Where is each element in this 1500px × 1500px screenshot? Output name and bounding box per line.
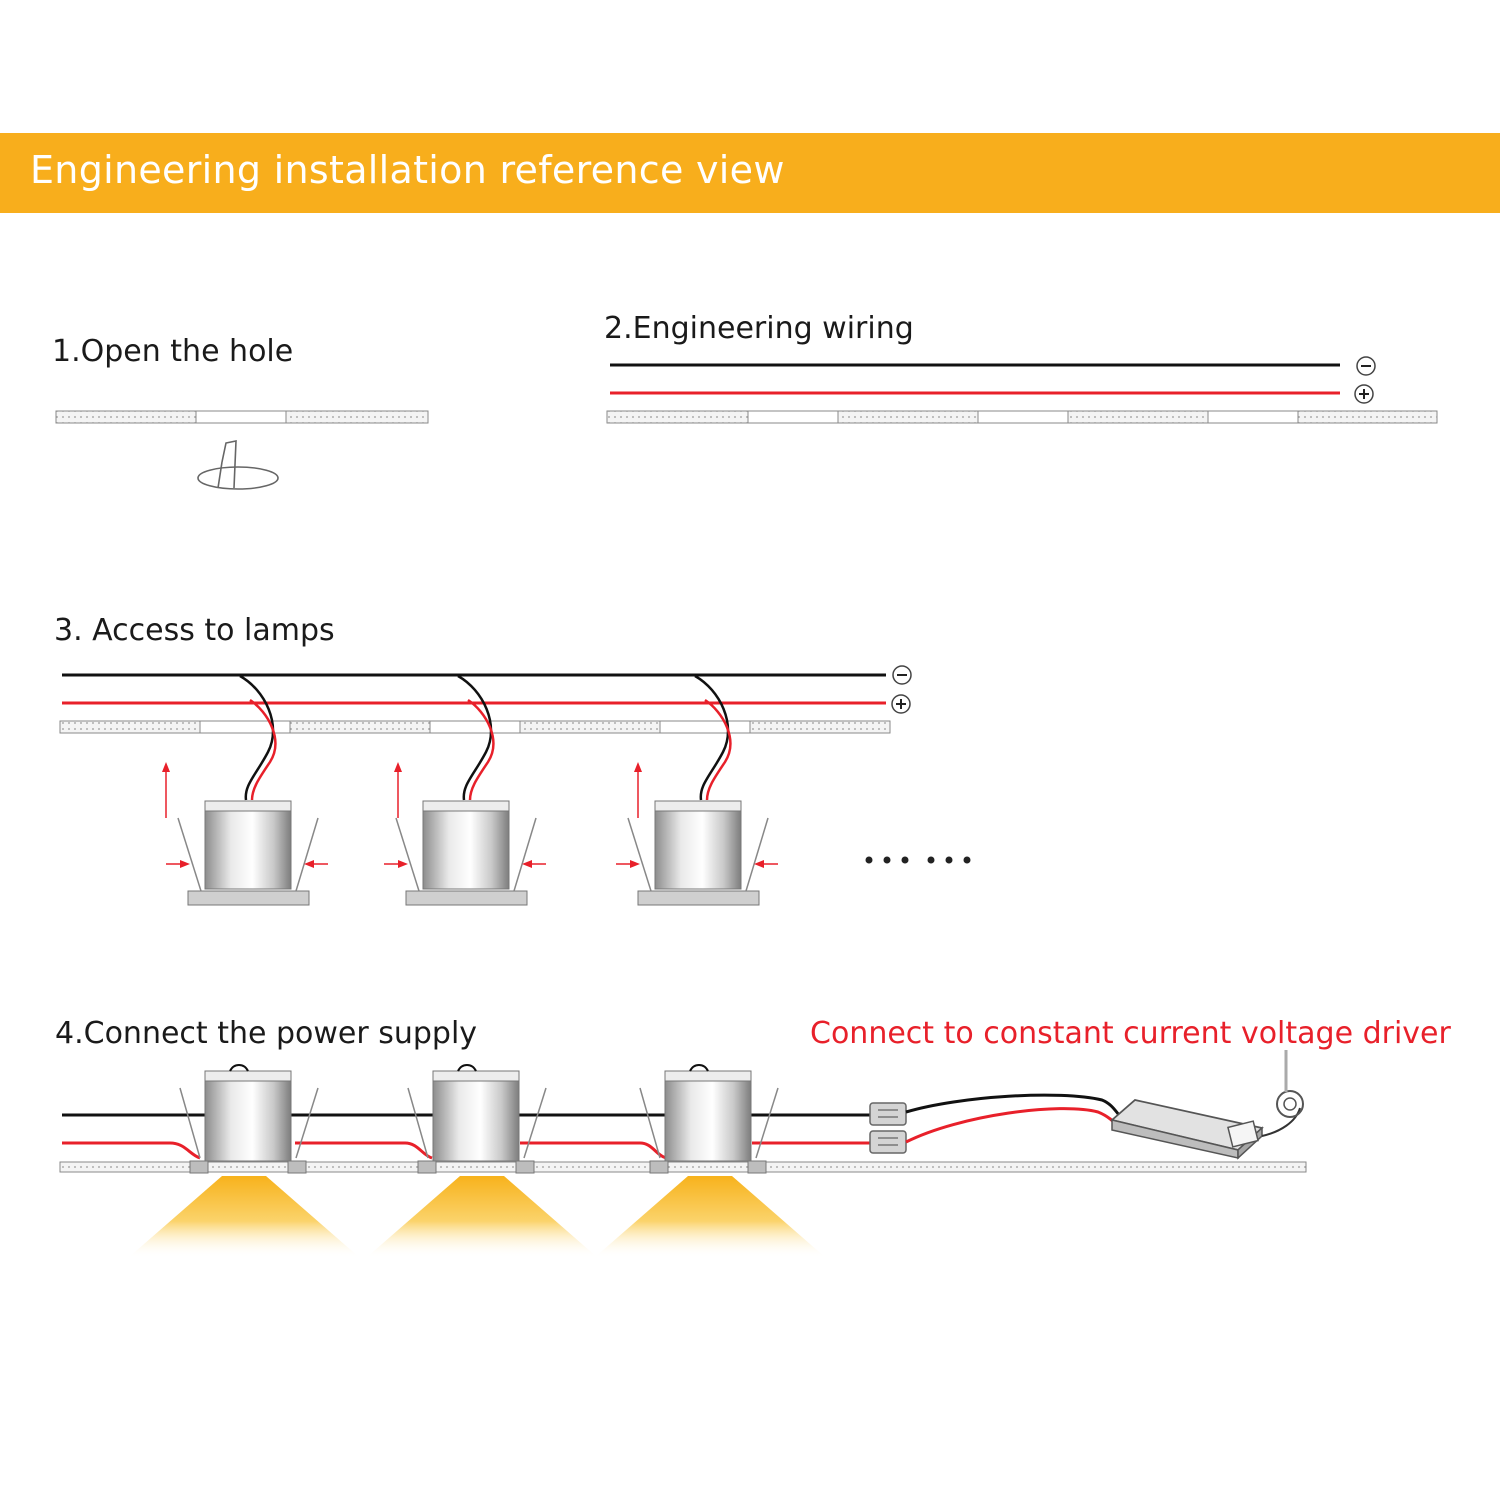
light-beams <box>128 1176 826 1258</box>
downlight-icon <box>162 674 328 906</box>
minus-terminal-icon <box>1356 356 1376 376</box>
driver-lead-wires <box>905 1093 1122 1144</box>
ceiling-panel-step3 <box>59 720 891 734</box>
driver-icon <box>1110 1050 1304 1160</box>
ceiling-panel-step4 <box>59 1161 1307 1173</box>
wires-step2 <box>610 363 1340 395</box>
plus-terminal-icon <box>1354 384 1374 404</box>
step-4-title: 4.Connect the power supply <box>55 1016 478 1051</box>
step-1-title: 1.Open the hole <box>52 334 294 369</box>
plus-terminal-icon <box>891 694 911 714</box>
downlight-icon <box>639 1064 779 1174</box>
downlight-icon <box>384 674 546 906</box>
minus-terminal-icon <box>892 665 912 685</box>
ceiling-panel-step1 <box>55 410 429 424</box>
hole-saw-icon <box>197 440 279 490</box>
step-2-title: 2.Engineering wiring <box>604 311 914 346</box>
step-3-title: 3. Access to lamps <box>54 613 335 648</box>
downlight-icon <box>616 674 778 906</box>
header-banner <box>0 133 1500 213</box>
downlight-icon <box>179 1064 319 1174</box>
connector-icon <box>869 1102 907 1154</box>
downlight-icon <box>407 1064 547 1174</box>
ceiling-panel-step2 <box>606 410 1438 424</box>
driver-note: Connect to constant current voltage driv… <box>810 1016 1451 1051</box>
ellipsis-dots <box>865 856 971 864</box>
header-title: Engineering installation reference view <box>30 148 785 192</box>
